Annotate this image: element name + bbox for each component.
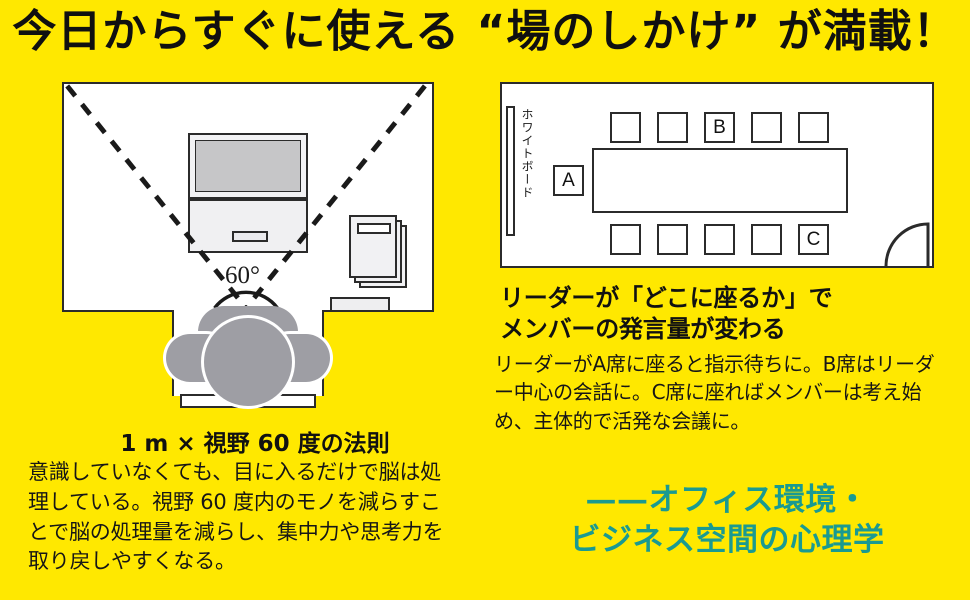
notebook-top <box>349 215 397 278</box>
left-caption-title: 1 m × 視野 60 度の法則 <box>120 431 390 457</box>
seat-bottom-3 <box>704 224 735 255</box>
seat-top-1 <box>610 112 641 143</box>
whiteboard <box>506 106 515 236</box>
meeting-table <box>592 148 848 213</box>
seat-bottom-1 <box>610 224 641 255</box>
person-head <box>204 318 292 406</box>
seat-bottom-2 <box>657 224 688 255</box>
left-caption-body: 意識していなくても、目に入るだけで脳は処理している。視野 60 度内のモノを減ら… <box>28 460 444 574</box>
seat-top-2 <box>657 112 688 143</box>
pen-case <box>330 297 390 310</box>
seat-top-3-b: B <box>704 112 735 143</box>
meeting-room-diagram: ホワイトボード B A C <box>500 82 934 268</box>
series-tagline: ——オフィス環境・ビジネス空間の心理学 <box>569 482 885 559</box>
laptop-base <box>188 199 308 253</box>
seat-head-a: A <box>553 165 584 196</box>
seat-bottom-4 <box>751 224 782 255</box>
door-swing-icon <box>884 222 930 266</box>
seat-top-5 <box>798 112 829 143</box>
vision-angle-label: 60° <box>225 262 260 289</box>
whiteboard-label: ホワイトボード <box>520 108 534 199</box>
person-top-view <box>166 306 330 408</box>
page-headline: 今日からすぐに使える “場のしかけ” が満載！ <box>12 6 958 57</box>
laptop-screen-inner <box>195 140 301 192</box>
desk-top-view-figure: 60° <box>62 82 434 312</box>
seat-top-4 <box>751 112 782 143</box>
right-caption-body: リーダーがA席に座ると指示待ちに。B席はリーダー中心の会話に。C席に座ればメンバ… <box>494 352 935 433</box>
right-caption-title: リーダーが「どこに座るか」でメンバーの発言量が変わる <box>500 284 833 344</box>
seat-bottom-5-c: C <box>798 224 829 255</box>
laptop-screen <box>188 133 308 199</box>
laptop-trackpad <box>232 231 268 242</box>
notebook-label-band <box>357 223 391 234</box>
